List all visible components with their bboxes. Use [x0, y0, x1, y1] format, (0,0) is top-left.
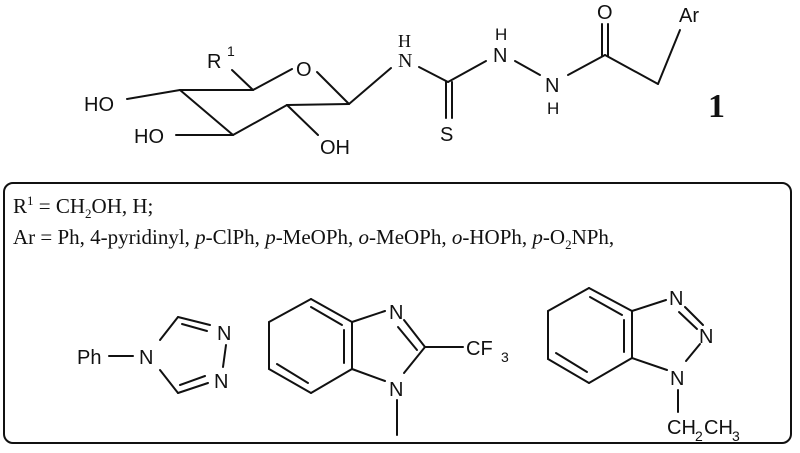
aryl-label: Ar — [679, 5, 699, 27]
ar-item: -ClPh, — [205, 225, 266, 249]
ar-item: NPh, — [571, 225, 615, 249]
ar-item: -MeOPh, — [369, 225, 452, 249]
nh1-nitrogen: N — [398, 50, 412, 72]
r1-label: R — [207, 51, 221, 73]
hydroxyl-c4-label: HO — [84, 94, 114, 116]
ring-oxygen-label: O — [296, 59, 312, 81]
nh1-hydrogen: H — [398, 31, 411, 51]
r1-definition: R1 = CH2OH, H; — [13, 193, 153, 222]
ar-item-locant: p — [532, 225, 543, 249]
hydroxyl-c2-label: OH — [320, 137, 350, 159]
r1-eq: = CH — [33, 194, 86, 218]
compound-number: 1 — [708, 88, 725, 125]
pyranose-ring — [126, 67, 392, 136]
r1-symbol: R — [13, 194, 28, 218]
ar-item-locant: o — [358, 225, 370, 249]
nh3-hydrogen: H — [547, 99, 559, 118]
ar-item-sub: 2 — [565, 237, 572, 253]
ar-item: -O — [542, 225, 566, 249]
ar-item: -MeOPh, — [275, 225, 359, 249]
r1-sup: 1 — [27, 193, 34, 208]
r1-rest: OH, H; — [91, 194, 154, 218]
r1-sub: 2 — [85, 206, 92, 222]
ar-definition: Ar = Ph, 4-pyridinyl, p-ClPh, p-MeOPh, o… — [13, 225, 614, 253]
nh2-hydrogen: H — [495, 25, 507, 44]
compound-1-structure: R 1 O HO HO OH H N S H N N H O Ar 1 — [84, 2, 725, 159]
nh2-nitrogen: N — [493, 45, 507, 67]
thione-sulfur-label: S — [440, 124, 453, 146]
ar-item-locant: o — [451, 225, 463, 249]
hydroxyl-c3-label: HO — [134, 126, 164, 148]
nh3-nitrogen: N — [545, 75, 559, 97]
ar-prefix: Ar = Ph, 4-pyridinyl, — [13, 225, 196, 249]
thiosemicarbazide-chain — [418, 23, 681, 119]
r1-superscript: 1 — [227, 43, 235, 59]
ar-item: -HOPh, — [462, 225, 533, 249]
ar-item-locant: p — [195, 225, 206, 249]
carbonyl-oxygen-label: O — [597, 2, 613, 24]
ar-item-locant: p — [265, 225, 276, 249]
substituent-definitions-box — [3, 182, 792, 444]
